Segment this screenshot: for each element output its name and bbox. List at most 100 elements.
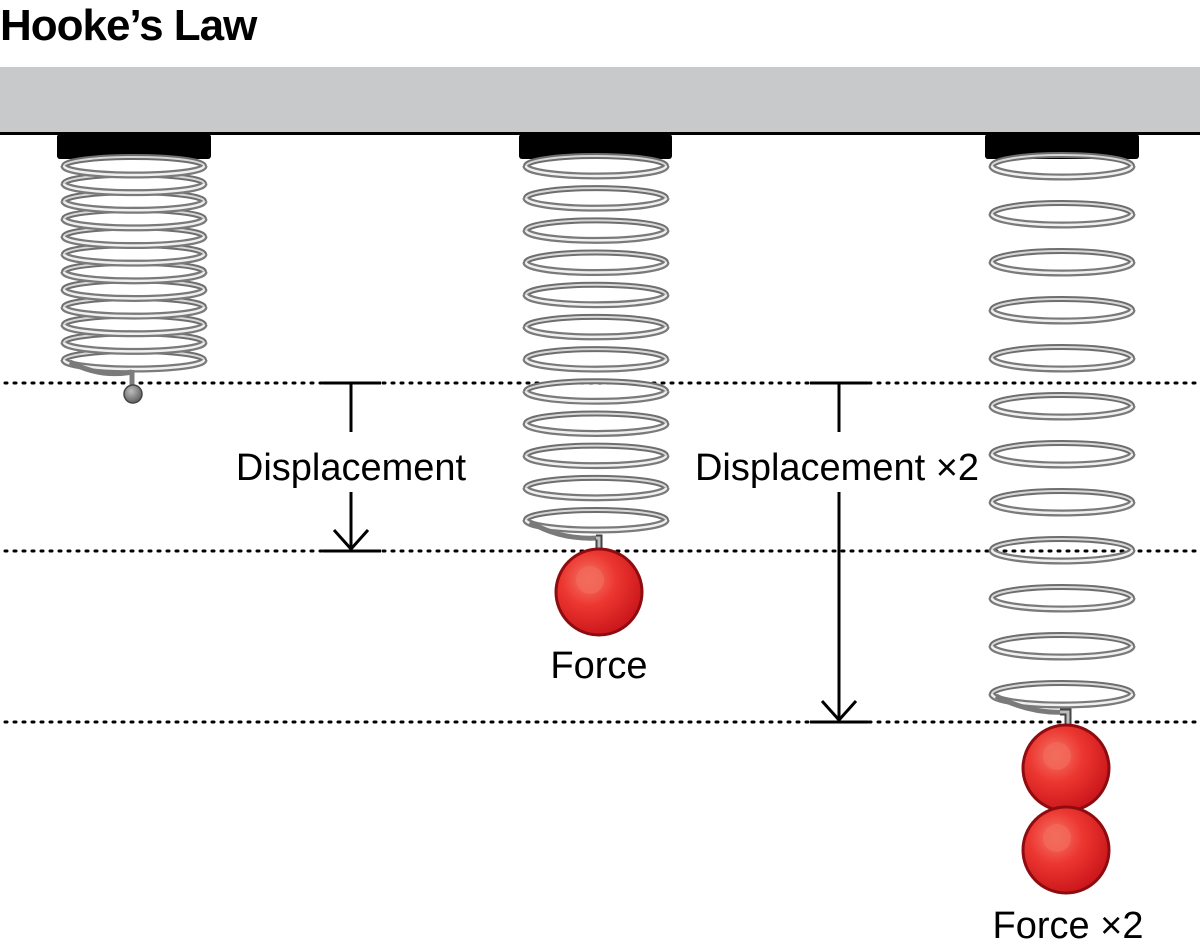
spring-coil-back-highlight	[525, 444, 667, 456]
coil-spring-icon	[60, 154, 208, 377]
spring-coil-back-highlight	[991, 346, 1133, 359]
spring-coil-front	[522, 389, 670, 405]
spring-coil-front-highlight	[524, 294, 668, 306]
spring-coil-front-highlight	[62, 183, 206, 194]
spring-coil-back	[523, 378, 669, 393]
spring-coil-front-highlight	[990, 309, 1134, 323]
spring-coil-back-highlight	[63, 156, 205, 167]
spring-coil-back-highlight	[991, 202, 1133, 215]
spring-coil-back-highlight	[525, 380, 667, 392]
weight-hook-right-inner	[1060, 710, 1070, 728]
spring-coil-back	[523, 153, 669, 168]
spring-coil-back-highlight	[525, 348, 667, 360]
spring-coil-front-highlight	[524, 487, 668, 500]
spring-coil-back	[989, 536, 1135, 551]
spring-coil-front-highlight	[524, 229, 668, 242]
spring-coil-back	[523, 507, 669, 522]
spring-coil-front	[988, 404, 1136, 421]
spring-coil-front	[988, 500, 1136, 517]
spring-coil-back-highlight	[991, 298, 1133, 311]
spring-coil-front	[522, 228, 670, 244]
spring-coil-front-highlight	[62, 306, 206, 318]
spring-coil-back	[523, 346, 669, 361]
spring-coil-front	[522, 454, 670, 470]
spring-coil-back	[989, 296, 1135, 311]
spring-coil-back-highlight	[525, 509, 667, 521]
spring-coil-back	[989, 152, 1135, 167]
spring-coil-front-highlight	[990, 261, 1134, 275]
spring-coil-back	[523, 410, 669, 425]
spring-coil-front-highlight	[990, 549, 1134, 563]
spring-coil-front-highlight	[990, 165, 1134, 179]
spring-coil-front	[522, 325, 670, 341]
spring-coil-back	[523, 442, 669, 457]
spring-coil-back-highlight	[525, 251, 667, 263]
spring-coil-back	[989, 248, 1135, 263]
spring-coil-front	[522, 357, 670, 373]
spring-coil-back-highlight	[991, 250, 1133, 263]
spring-coil-back	[989, 584, 1135, 599]
spring-coil-front	[522, 486, 670, 502]
spring-coil-front-highlight	[62, 341, 206, 353]
spring-coil-front-highlight	[990, 645, 1134, 659]
spring-coil-front-highlight	[62, 165, 206, 177]
arrow-down-icon	[820, 699, 858, 723]
spring-coil-back	[989, 680, 1135, 695]
arrow-down-icon	[332, 528, 370, 552]
red-ball-weight-icon	[1021, 805, 1111, 895]
spring-coil-back-highlight	[525, 155, 667, 167]
spring-coil-front-highlight	[524, 165, 668, 178]
spring-coil-front-highlight	[524, 326, 668, 339]
spring-coil-front	[522, 293, 670, 309]
spring-coil-front-highlight	[524, 390, 668, 403]
spring-coil-back	[989, 392, 1135, 407]
displacement-x2-arrow	[810, 381, 868, 724]
weight-hook-middle-inner	[596, 536, 601, 552]
spring-coil-front-highlight	[62, 289, 206, 300]
spring-coil-back-highlight	[991, 154, 1133, 167]
spring-coil-front-highlight	[62, 253, 206, 265]
spring-coil-back-highlight	[525, 187, 667, 199]
spring-coil-front	[988, 596, 1136, 613]
spring-coil-back	[989, 488, 1135, 503]
displacement-label: Displacement	[236, 447, 467, 489]
spring-mount-left	[57, 134, 211, 159]
spring-coil-front	[522, 421, 670, 437]
spring-coil-back-highlight	[991, 682, 1133, 695]
spring-coil-front-highlight	[524, 262, 668, 274]
spring-coil-front-highlight	[62, 218, 206, 230]
spring-coil-front	[522, 261, 670, 277]
spring-coil-back	[989, 632, 1135, 647]
spring-coil-front-highlight	[990, 405, 1134, 419]
spring-coil-front-highlight	[990, 501, 1134, 515]
force-x2-label: Force ×2	[992, 905, 1143, 947]
displacement-x2-label: Displacement ×2	[695, 447, 979, 489]
spring-coil-back-highlight	[991, 538, 1133, 551]
spring-coil-back-highlight	[991, 394, 1133, 407]
spring-coil-back-highlight	[991, 442, 1133, 455]
spring-coil-front-highlight	[524, 423, 668, 435]
spring-coil-back	[61, 154, 207, 168]
page-title: Hooke’s Law	[0, 1, 258, 50]
spring-coil-front-highlight	[524, 455, 668, 467]
spring-coil-back	[523, 185, 669, 200]
spring-coil-front	[988, 356, 1136, 373]
spring-coil-front	[988, 164, 1136, 181]
spring-coil-back-highlight	[525, 283, 667, 296]
spring-coil-front-highlight	[524, 197, 668, 210]
force-label: Force	[550, 645, 647, 687]
ceiling-bar	[0, 67, 1200, 133]
spring-coil-front-highlight	[990, 357, 1134, 371]
spring-coil-front-highlight	[62, 271, 206, 283]
spring-coil-back-highlight	[991, 586, 1133, 599]
spring-coil-back	[523, 474, 669, 489]
spring-tail	[68, 359, 133, 377]
spring-mount-middle	[519, 134, 672, 159]
spring-tail	[528, 519, 599, 541]
spring-end-knob-icon	[123, 370, 143, 404]
red-ball-weight-icon	[1021, 723, 1111, 813]
spring-coil-back-highlight	[525, 219, 667, 231]
spring-coil-back	[523, 249, 669, 264]
spring-coil-back	[523, 217, 669, 232]
